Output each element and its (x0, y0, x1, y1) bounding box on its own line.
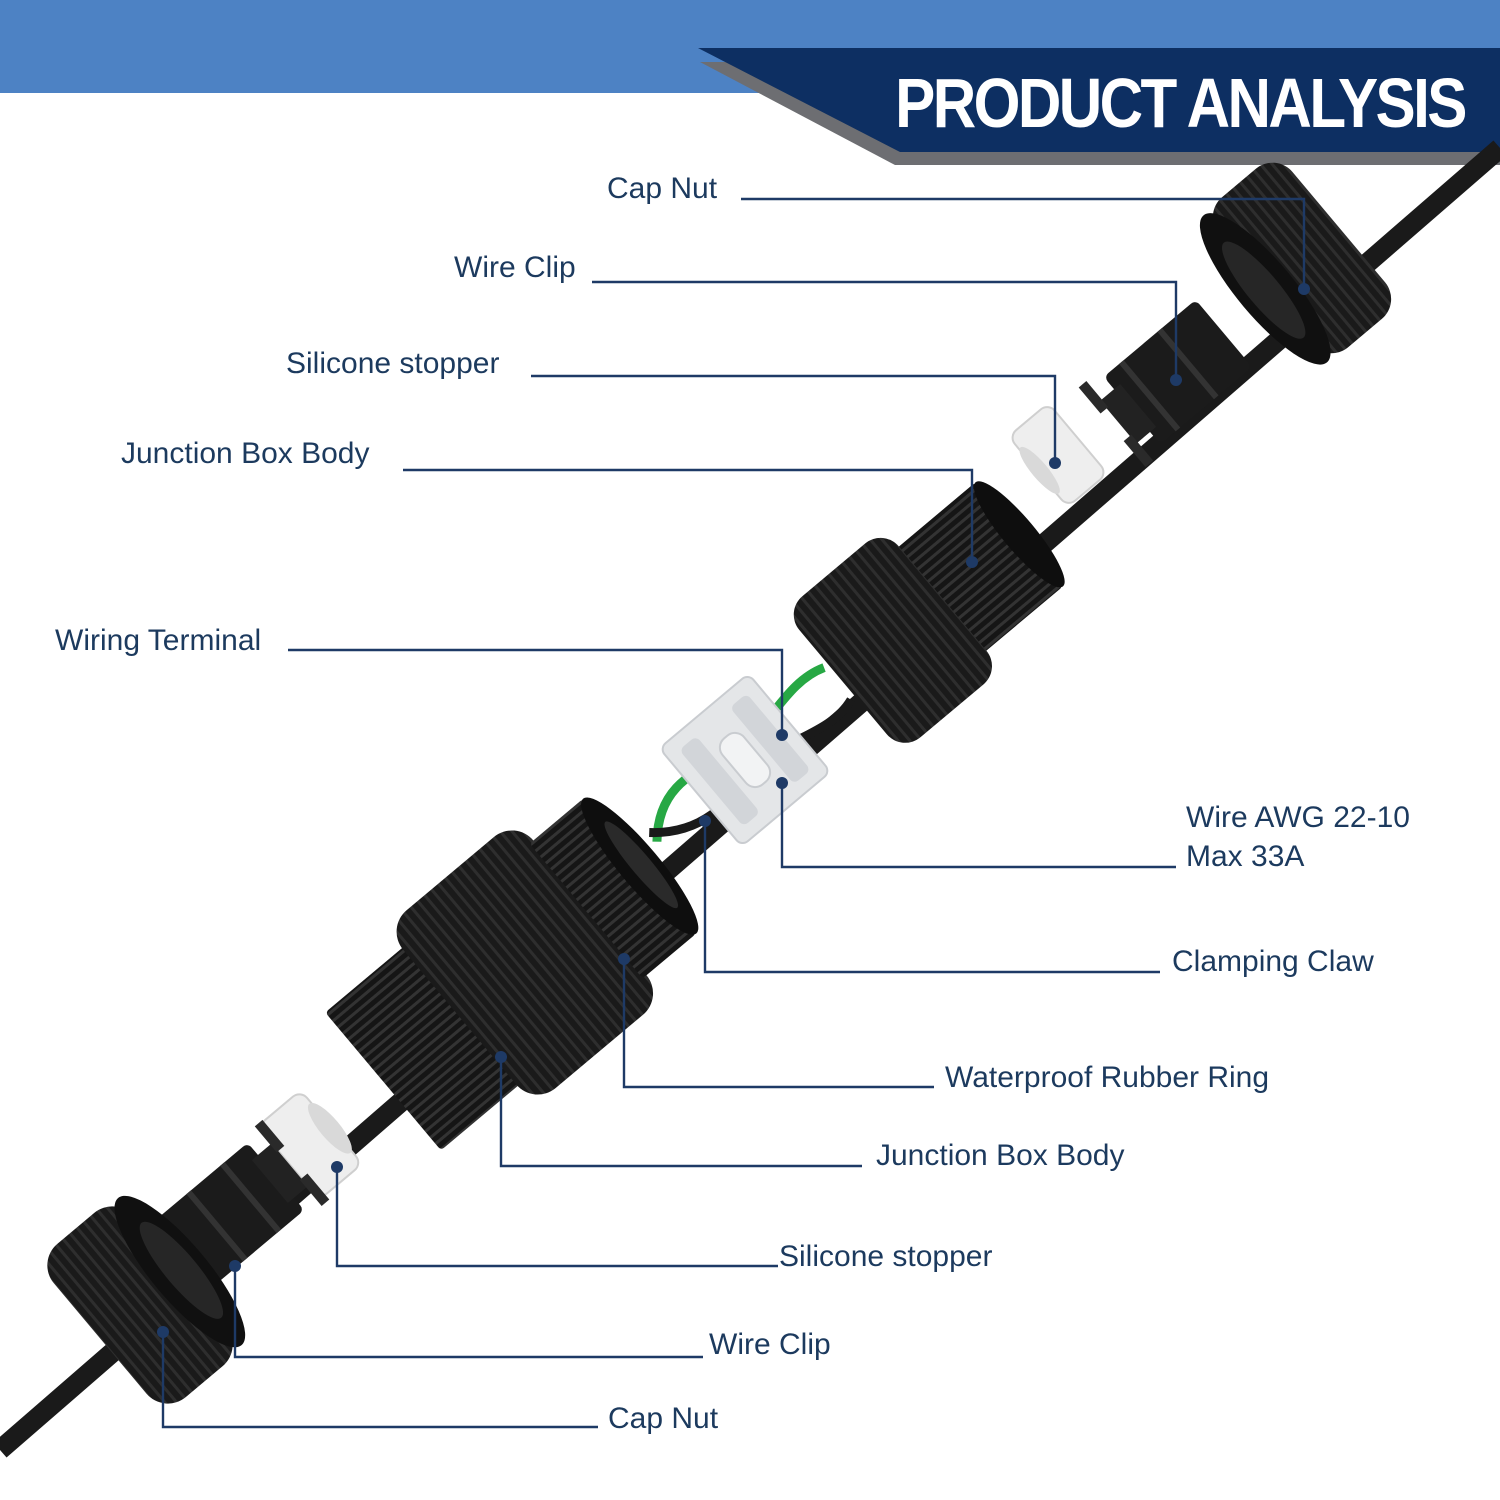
label-cap-nut-top: Cap Nut (607, 172, 718, 205)
leader-wire-clip-bottom (233, 1266, 703, 1359)
cap-nut-top-part (1199, 162, 1392, 365)
leader-wire-clip-top (592, 280, 1178, 380)
leader-silicone-stopper-top (531, 374, 1057, 463)
leader-dot-cap-nut-top (1298, 283, 1310, 295)
leader-wiring-terminal (288, 648, 784, 735)
junction-box-body-bottom-part (326, 797, 699, 1149)
leader-dot-cap-nut-bottom (157, 1326, 169, 1338)
leader-dot-junction-box-body-top (966, 556, 978, 568)
leader-junction-box-body-bottom (499, 1057, 862, 1168)
label-silicone-stopper-top: Silicone stopper (286, 347, 500, 380)
leader-silicone-stopper-bottom (335, 1167, 778, 1268)
leader-dot-wire-awg (776, 777, 788, 789)
wire-clip-top-part (1078, 302, 1250, 468)
label-wire-awg-line2: Max 33A (1186, 840, 1305, 873)
label-clamping-claw: Clamping Claw (1172, 945, 1374, 978)
leader-cap-nut-top (741, 197, 1306, 289)
page-title: PRODUCT ANALYSIS (895, 64, 1467, 142)
leader-wire-awg (780, 783, 1176, 869)
label-wire-awg-line1: Wire AWG 22-10 (1186, 801, 1410, 834)
leader-dot-junction-box-body-bottom (495, 1051, 507, 1063)
leader-dot-silicone-stopper-top (1049, 457, 1061, 469)
cap-nut-bottom-part (47, 1195, 246, 1404)
label-wiring-terminal: Wiring Terminal (55, 624, 262, 657)
leader-junction-box-body-top (403, 468, 974, 562)
header-banner (0, 0, 1500, 165)
junction-box-body-top-part (793, 481, 1065, 743)
leader-dot-silicone-stopper-bottom (331, 1161, 343, 1173)
label-wire-clip-bottom: Wire Clip (709, 1328, 831, 1361)
label-cap-nut-bottom: Cap Nut (608, 1402, 719, 1435)
leader-dot-wire-clip-bottom (229, 1260, 241, 1272)
label-wire-clip-top: Wire Clip (454, 251, 576, 284)
leader-cap-nut-bottom (161, 1332, 598, 1429)
leader-dot-waterproof-rubber-ring (618, 953, 630, 965)
leader-dot-wiring-terminal (776, 729, 788, 741)
leader-dot-clamping-claw (699, 815, 711, 827)
banner-dark-band (698, 48, 1500, 152)
wiring-terminal-part (649, 663, 855, 845)
label-junction-box-body-top: Junction Box Body (121, 437, 370, 470)
leader-waterproof-rubber-ring (622, 959, 934, 1089)
label-silicone-stopper-bottom: Silicone stopper (779, 1240, 993, 1273)
silicone-stopper-top-part (1011, 406, 1105, 504)
leader-clamping-claw (703, 821, 1160, 974)
leader-dot-wire-clip-top (1170, 374, 1182, 386)
label-waterproof-rubber-ring: Waterproof Rubber Ring (945, 1061, 1270, 1094)
label-junction-box-body-bottom: Junction Box Body (876, 1139, 1125, 1172)
